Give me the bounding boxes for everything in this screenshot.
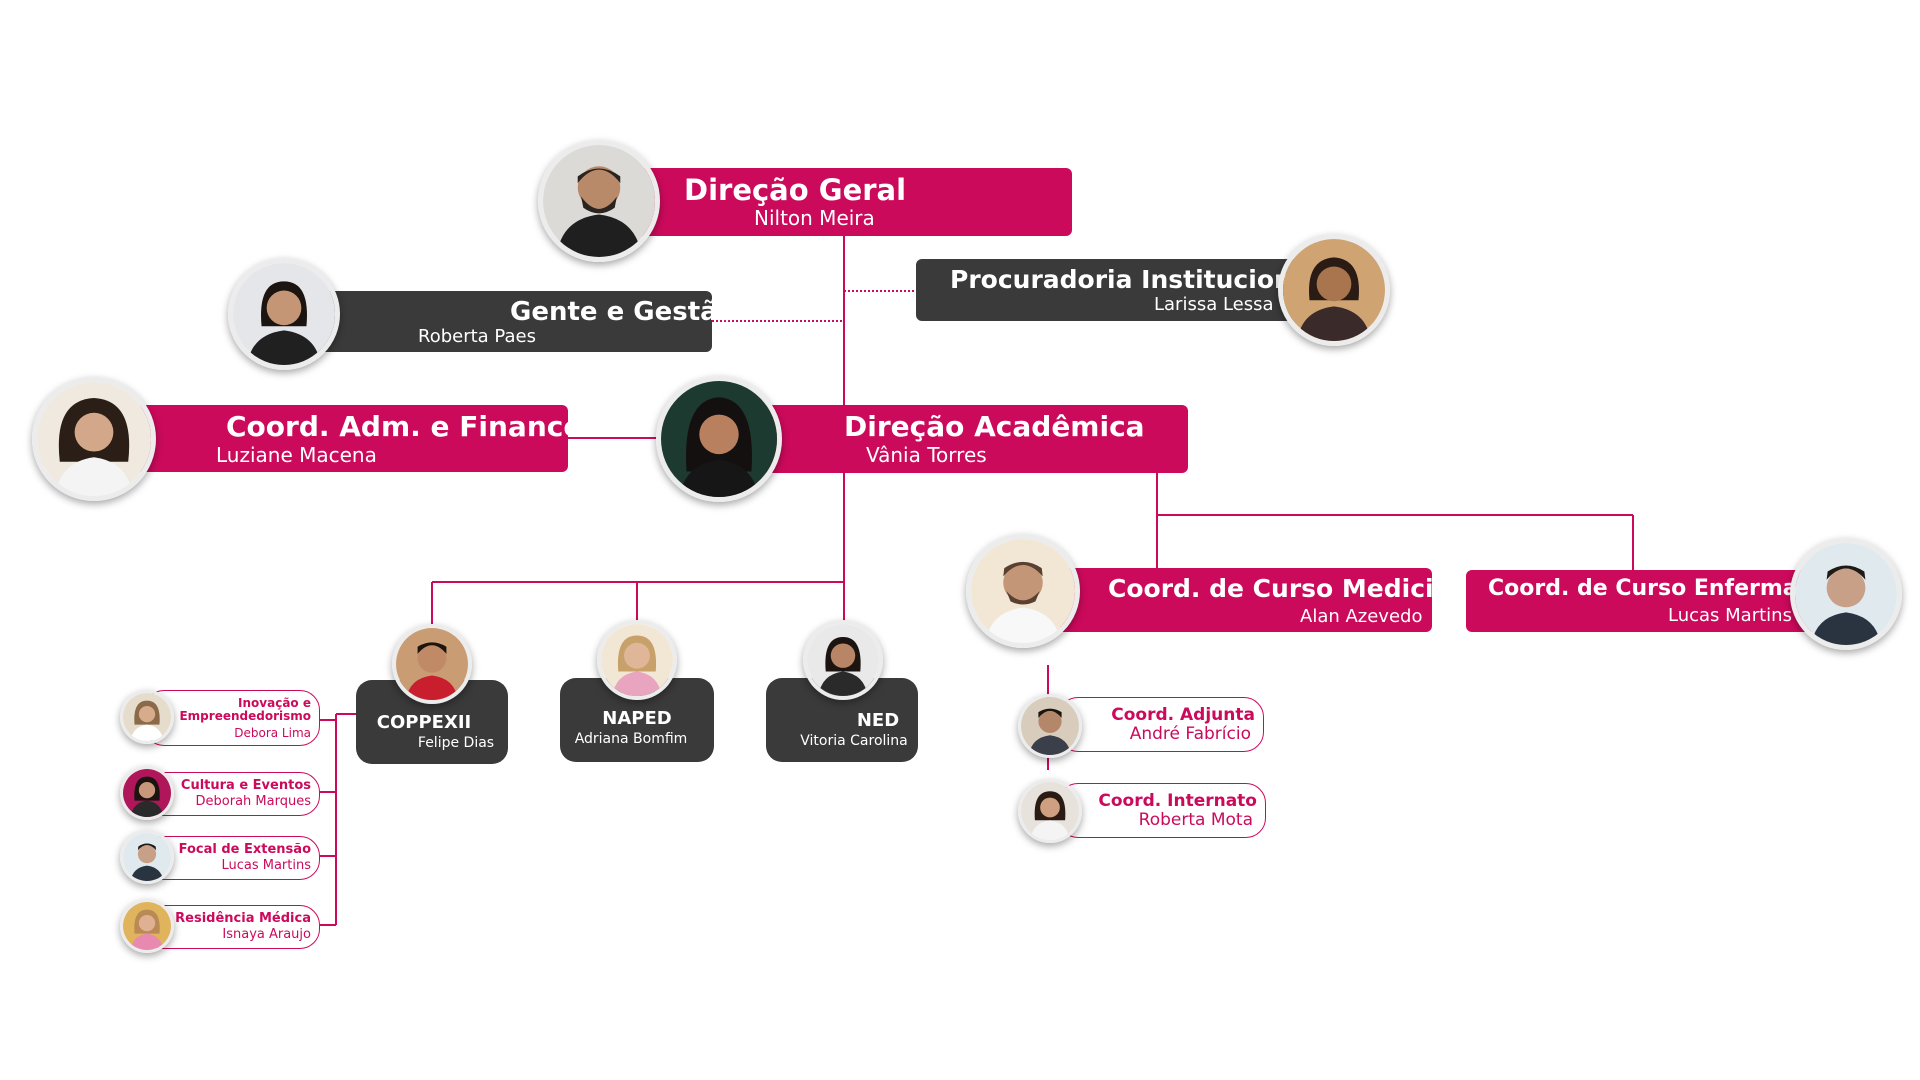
photo-ned-icon <box>803 620 883 700</box>
photo-coppexii-icon <box>392 624 472 704</box>
node-coord-internato[interactable]: Coord. Internato Roberta Mota <box>1058 783 1266 838</box>
node-title: Cultura e Eventos <box>180 778 311 793</box>
node-title: Coord. Adjunta <box>1111 705 1255 725</box>
photo-focal-icon <box>120 830 174 884</box>
node-person: Vitoria Carolina <box>800 733 908 749</box>
node-person: Adriana Bomfim <box>574 731 688 747</box>
node-procuradoria-institucional[interactable]: Procuradoria Institucional Larissa Lessa <box>916 259 1326 321</box>
photo-coord-adm-icon <box>32 377 156 501</box>
node-title: Coord. de Curso Enfermagem <box>1488 576 1852 601</box>
node-person: Vânia Torres <box>866 443 987 467</box>
node-title: Gente e Gestão <box>510 297 736 327</box>
photo-coord-medicina-icon <box>966 534 1080 648</box>
node-direcao-academica[interactable]: Direção Acadêmica Vânia Torres <box>742 405 1188 473</box>
node-person: Luziane Macena <box>216 443 377 467</box>
photo-coord-enfermagem-icon <box>1790 538 1902 650</box>
node-person: Debora Lima <box>234 726 311 740</box>
node-person: Larissa Lessa <box>1154 294 1274 315</box>
node-person: Nilton Meira <box>754 206 875 230</box>
node-title: Procuradoria Institucional <box>950 265 1318 294</box>
node-person: Felipe Dias <box>417 735 495 751</box>
photo-procuradoria-icon <box>1278 234 1390 346</box>
photo-coord-internato-icon <box>1018 779 1082 843</box>
node-title: Direção Geral <box>684 173 907 207</box>
node-person: Roberta Paes <box>418 326 536 347</box>
photo-direcao-academica-icon <box>656 376 782 502</box>
node-title: COPPEXII <box>376 712 472 733</box>
photo-direcao-geral-icon <box>538 140 660 262</box>
photo-cultura-icon <box>120 766 174 820</box>
node-title: Residência Médica <box>175 911 311 926</box>
node-title-line2: Empreendedorismo <box>179 709 311 723</box>
node-coord-adm-financeiro[interactable]: Coord. Adm. e Financeiro Luziane Macena <box>140 405 625 472</box>
node-gente-e-gestao[interactable]: Gente e Gestão Roberta Paes <box>318 291 736 352</box>
node-person: André Fabrício <box>1129 724 1251 744</box>
node-coord-curso-medicina[interactable]: Coord. de Curso Medicina Alan Azevedo <box>1060 568 1468 632</box>
node-person: Alan Azevedo <box>1300 606 1423 627</box>
node-title: Coord. de Curso Medicina <box>1108 574 1469 603</box>
photo-residencia-icon <box>120 899 174 953</box>
node-person: Lucas Martins <box>1668 605 1792 626</box>
node-coord-adjunta[interactable]: Coord. Adjunta André Fabrício <box>1058 697 1264 752</box>
node-focal-extensao[interactable]: Focal de Extensão Lucas Martins <box>144 836 320 880</box>
node-title: Coord. Internato <box>1098 791 1257 811</box>
node-cultura-eventos[interactable]: Cultura e Eventos Deborah Marques <box>144 772 320 816</box>
photo-gente-gestao-icon <box>228 258 340 370</box>
node-title-line1: Inovação e <box>238 696 311 710</box>
node-coord-curso-enfermagem[interactable]: Coord. de Curso Enfermagem Lucas Martins <box>1466 570 1851 632</box>
node-person: Roberta Mota <box>1138 810 1253 830</box>
node-person: Deborah Marques <box>195 794 311 809</box>
photo-naped-icon <box>597 620 677 700</box>
node-title: NAPED <box>602 708 672 729</box>
photo-inovacao-icon <box>120 690 174 744</box>
photo-coord-adjunta-icon <box>1018 694 1082 758</box>
node-title: Direção Acadêmica <box>844 410 1145 443</box>
node-direcao-geral[interactable]: Direção Geral Nilton Meira <box>640 168 1072 236</box>
node-person: Lucas Martins <box>221 858 311 873</box>
node-title: Coord. Adm. e Financeiro <box>226 410 625 443</box>
node-title: NED <box>856 710 900 731</box>
node-person: Isnaya Araujo <box>222 927 311 942</box>
node-title: Focal de Extensão <box>178 842 311 857</box>
